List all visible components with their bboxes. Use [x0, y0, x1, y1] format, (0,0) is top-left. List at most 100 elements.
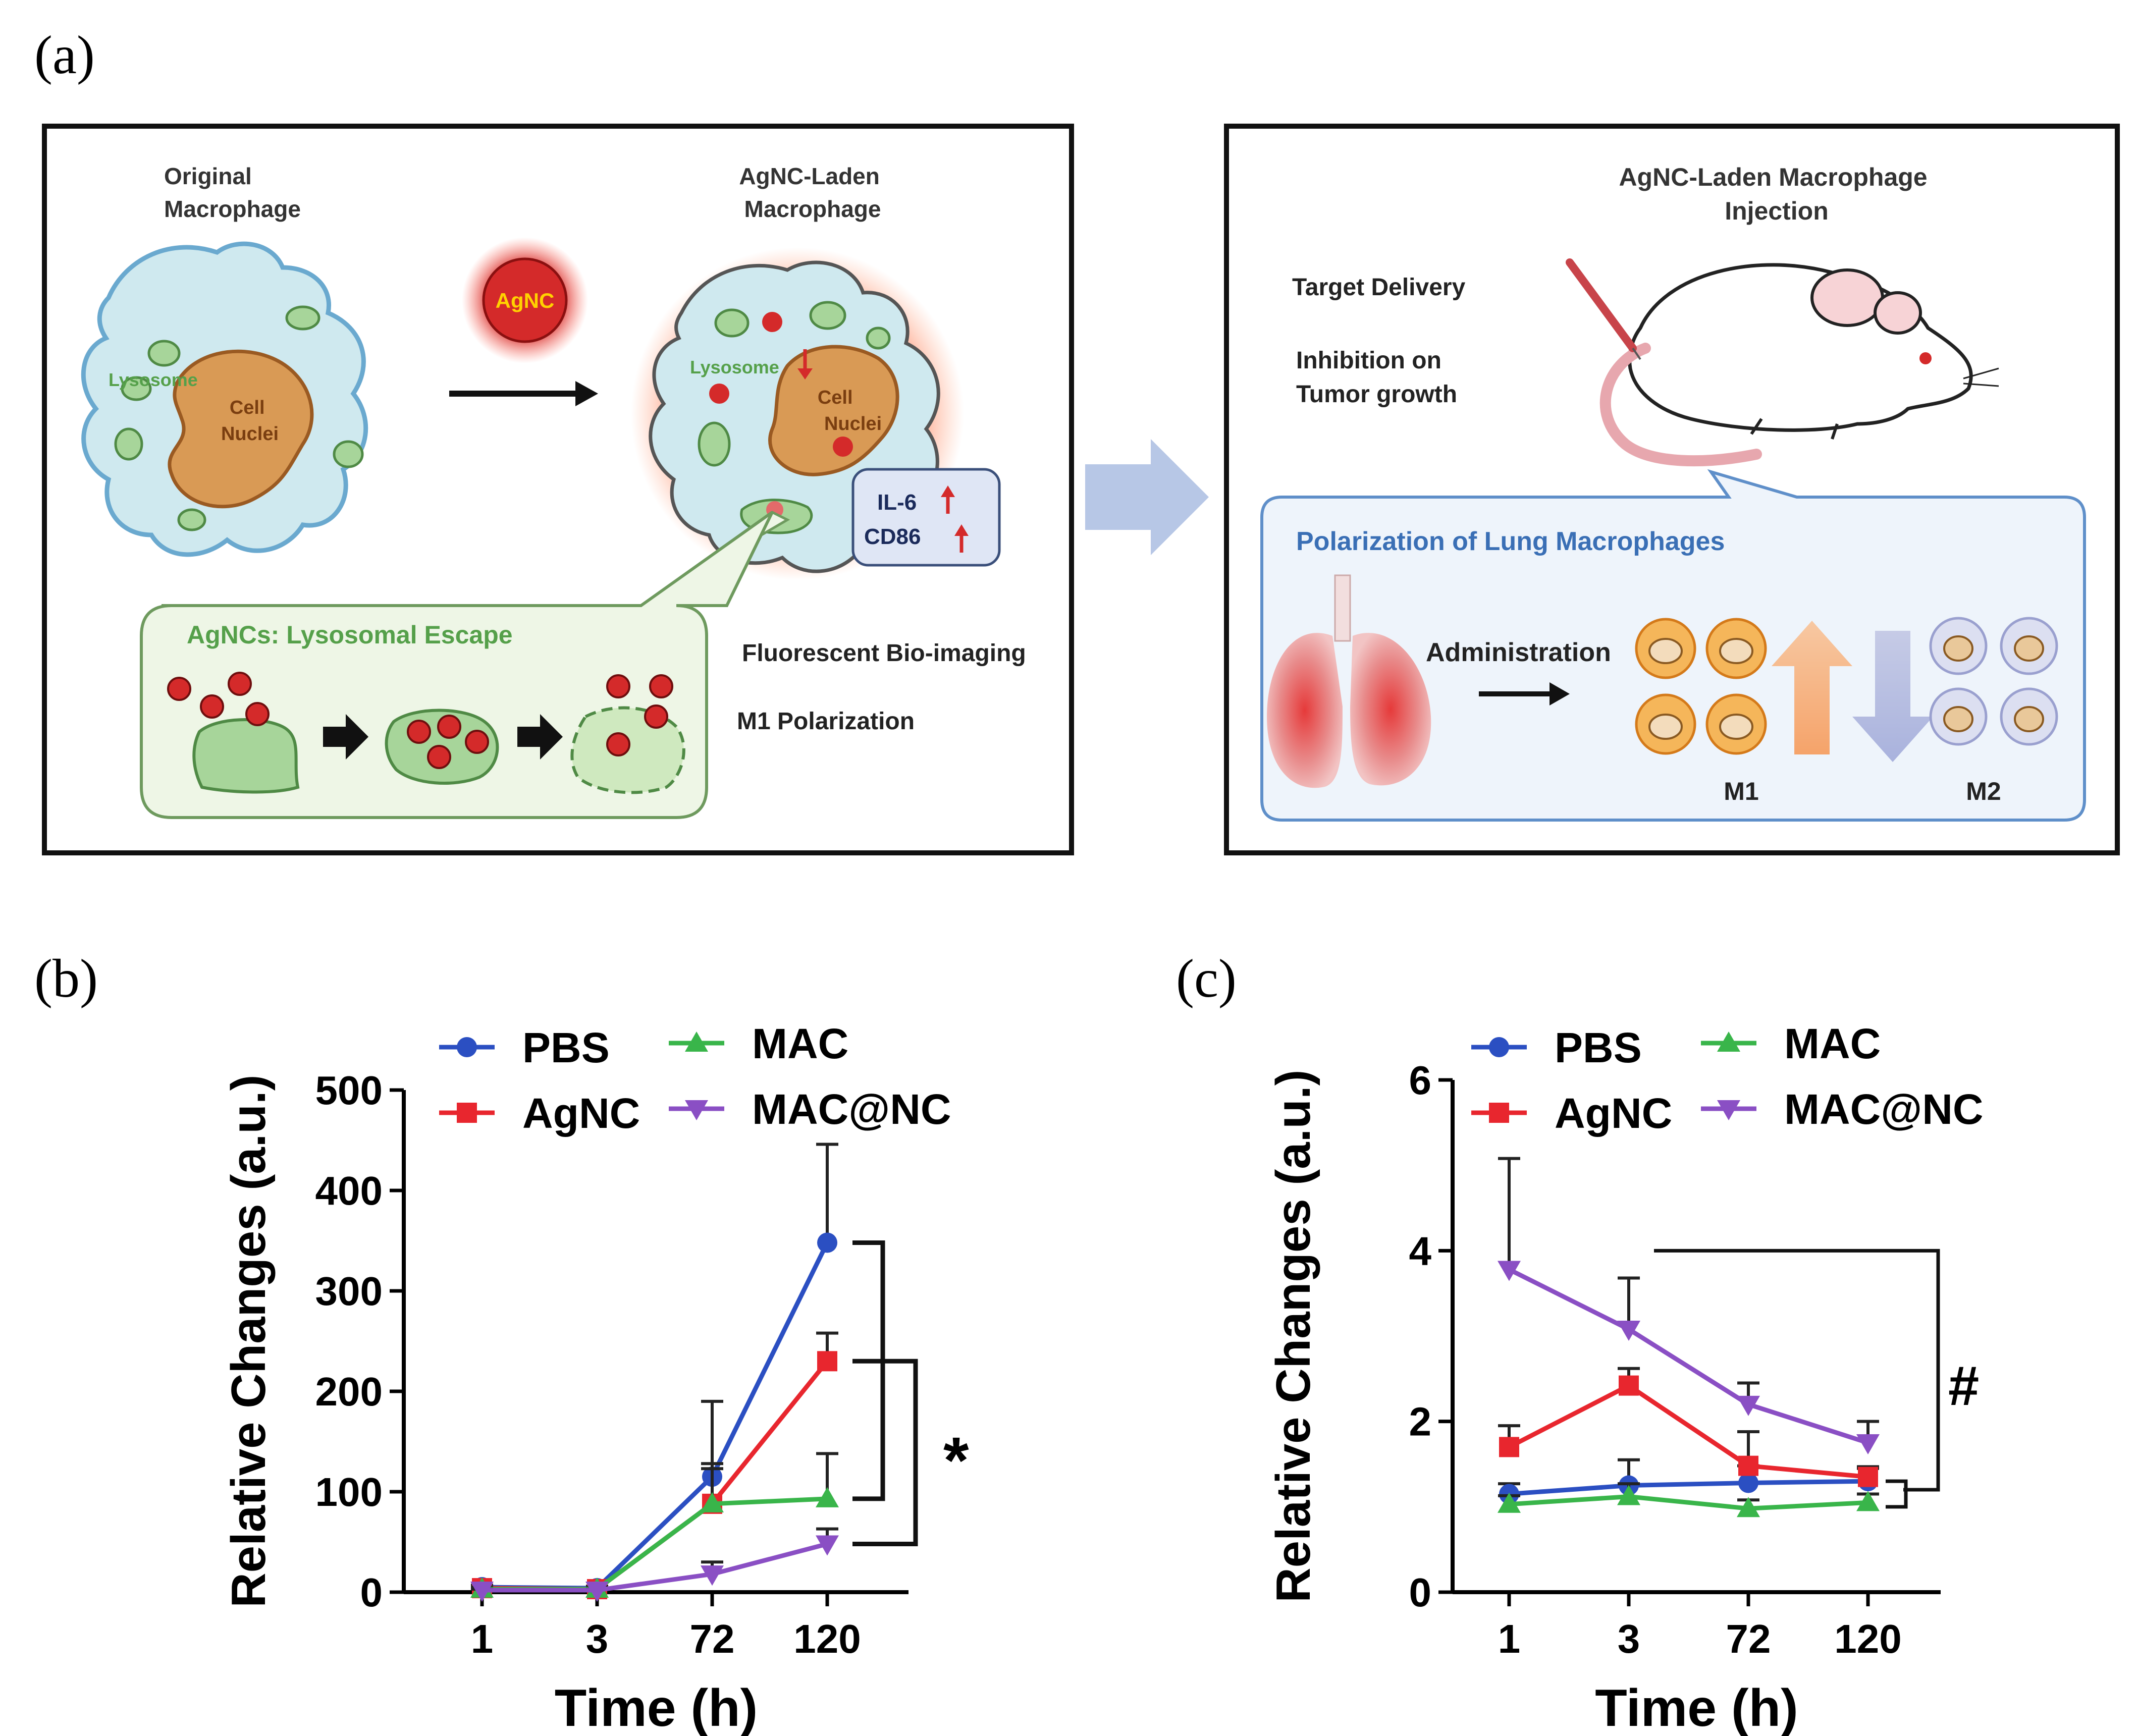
- nuclei-label-1: Cell Nuclei: [221, 397, 279, 445]
- m1-cells: [1635, 618, 1767, 755]
- il6-label: IL-6: [877, 490, 917, 515]
- x-tick-label: 1: [1498, 1616, 1521, 1661]
- lysosome-label-2: Lysosome: [690, 357, 779, 377]
- agnc-label: AgNC: [496, 289, 555, 312]
- original-macrophage: [81, 241, 368, 557]
- y-tick-label: 6: [1409, 1058, 1432, 1103]
- series-line-agnc: [1508, 1383, 1868, 1480]
- series-line-pbs: [1509, 1479, 1868, 1496]
- administration-label: Administration: [1426, 638, 1611, 667]
- mouse-illustration: [1599, 263, 1999, 467]
- m1-label: M1: [1724, 777, 1758, 805]
- series-line-mac-at-nc: [482, 1542, 828, 1593]
- lysosomal-escape-steps: [167, 672, 685, 794]
- legend-label: MAC: [752, 1020, 848, 1067]
- il6-up-arrow-icon: [941, 485, 955, 514]
- legend-label: AgNC: [1555, 1090, 1672, 1137]
- m1-polarization-label: M1 Polarization: [737, 708, 915, 735]
- m2-label: M2: [1966, 777, 2001, 805]
- administration-arrow-icon: [1479, 682, 1570, 706]
- data-point: [1738, 1455, 1758, 1476]
- series-line-agnc: [482, 1360, 829, 1592]
- data-point: [1738, 1473, 1758, 1493]
- legend-marker: [1717, 1100, 1740, 1120]
- legend-label: MAC@NC: [1784, 1086, 1984, 1133]
- y-tick-label: 4: [1409, 1228, 1432, 1273]
- data-point: [701, 1492, 724, 1512]
- x-tick-label: 3: [1618, 1616, 1640, 1661]
- y-tick-label: 0: [1409, 1570, 1432, 1615]
- inhibition-label: Inhibition on Tumor growth: [1296, 347, 1457, 408]
- y-tick-label: 400: [315, 1168, 383, 1213]
- y-tick-label: 100: [315, 1470, 383, 1514]
- legend-marker: [457, 1103, 477, 1123]
- y-tick-label: 500: [315, 1068, 383, 1113]
- legend-label: PBS: [522, 1024, 610, 1071]
- series-line-pbs: [482, 1241, 830, 1591]
- lysosomal-escape-title: AgNCs: Lysosomal Escape: [187, 621, 513, 649]
- cd86-label: CD86: [864, 524, 921, 549]
- panel-label-c: (c): [1176, 949, 1237, 1009]
- x-tick-label: 72: [1726, 1616, 1771, 1661]
- x-axis-label: Time (h): [1595, 1679, 1798, 1736]
- x-tick-label: 72: [690, 1616, 735, 1661]
- data-point: [1858, 1467, 1878, 1487]
- fluorescent-label: Fluorescent Bio-imaging: [742, 640, 1026, 667]
- data-point: [816, 1487, 839, 1507]
- m2-cells: [1929, 617, 2058, 746]
- data-point: [1498, 1261, 1521, 1281]
- data-point: [1737, 1395, 1760, 1416]
- agnc-particle: [482, 257, 568, 343]
- significance-bracket: [1654, 1249, 1940, 1492]
- significance-bracket: [852, 1359, 918, 1546]
- legend-label: MAC@NC: [752, 1086, 951, 1133]
- lung-icon: [1267, 574, 1431, 788]
- significance-bracket: [852, 1240, 885, 1501]
- data-point: [1498, 1492, 1521, 1513]
- legend-marker: [1489, 1103, 1509, 1123]
- x-tick-label: 3: [586, 1616, 609, 1661]
- panel-label-b: (b): [34, 949, 98, 1009]
- m1-up-arrow-icon: [1772, 621, 1852, 754]
- data-point: [817, 1351, 837, 1372]
- agnc-laden-title: AgNC-Laden Macrophage: [739, 163, 886, 222]
- legend-marker: [1717, 1032, 1740, 1052]
- data-point: [1617, 1485, 1640, 1505]
- data-point: [1737, 1497, 1760, 1517]
- series-line-mac: [482, 1496, 828, 1592]
- data-point: [1619, 1375, 1639, 1396]
- nuclei-label-2: Cell Nuclei: [818, 387, 882, 435]
- injection-title: AgNC-Laden Macrophage Injection: [1619, 163, 1934, 225]
- data-point: [1856, 1491, 1880, 1511]
- legend-marker: [685, 1100, 708, 1120]
- panel-label-a: (a): [34, 25, 95, 85]
- y-axis-label: Relative Changes (a.u.): [222, 1074, 276, 1607]
- legend-marker: [685, 1032, 708, 1052]
- lysosome-down-arrow-icon: [797, 349, 813, 379]
- y-tick-label: 2: [1409, 1399, 1432, 1444]
- significance-bracket: [1886, 1479, 1908, 1509]
- x-tick-label: 120: [793, 1616, 861, 1661]
- x-tick-label: 1: [471, 1616, 494, 1661]
- target-delivery-label: Target Delivery: [1292, 274, 1466, 301]
- data-point: [817, 1232, 837, 1253]
- y-axis-label: Relative Changes (a.u.): [1266, 1069, 1320, 1602]
- data-point: [1856, 1434, 1880, 1454]
- x-axis-label: Time (h): [555, 1679, 758, 1736]
- syringe-icon: [1566, 258, 1641, 360]
- original-macrophage-title: Original Macrophage: [164, 163, 301, 222]
- m2-down-arrow-icon: [1852, 631, 1933, 762]
- data-point: [816, 1535, 839, 1556]
- data-point: [1499, 1437, 1519, 1457]
- y-tick-label: 200: [315, 1369, 383, 1414]
- legend-label: AgNC: [522, 1090, 640, 1137]
- y-tick-label: 0: [360, 1570, 383, 1615]
- data-point: [585, 1582, 609, 1602]
- series-line-mac-at-nc: [1508, 1267, 1869, 1445]
- series-line-mac: [1509, 1494, 1868, 1511]
- data-point: [701, 1565, 724, 1586]
- arrow-right-1: [449, 381, 598, 406]
